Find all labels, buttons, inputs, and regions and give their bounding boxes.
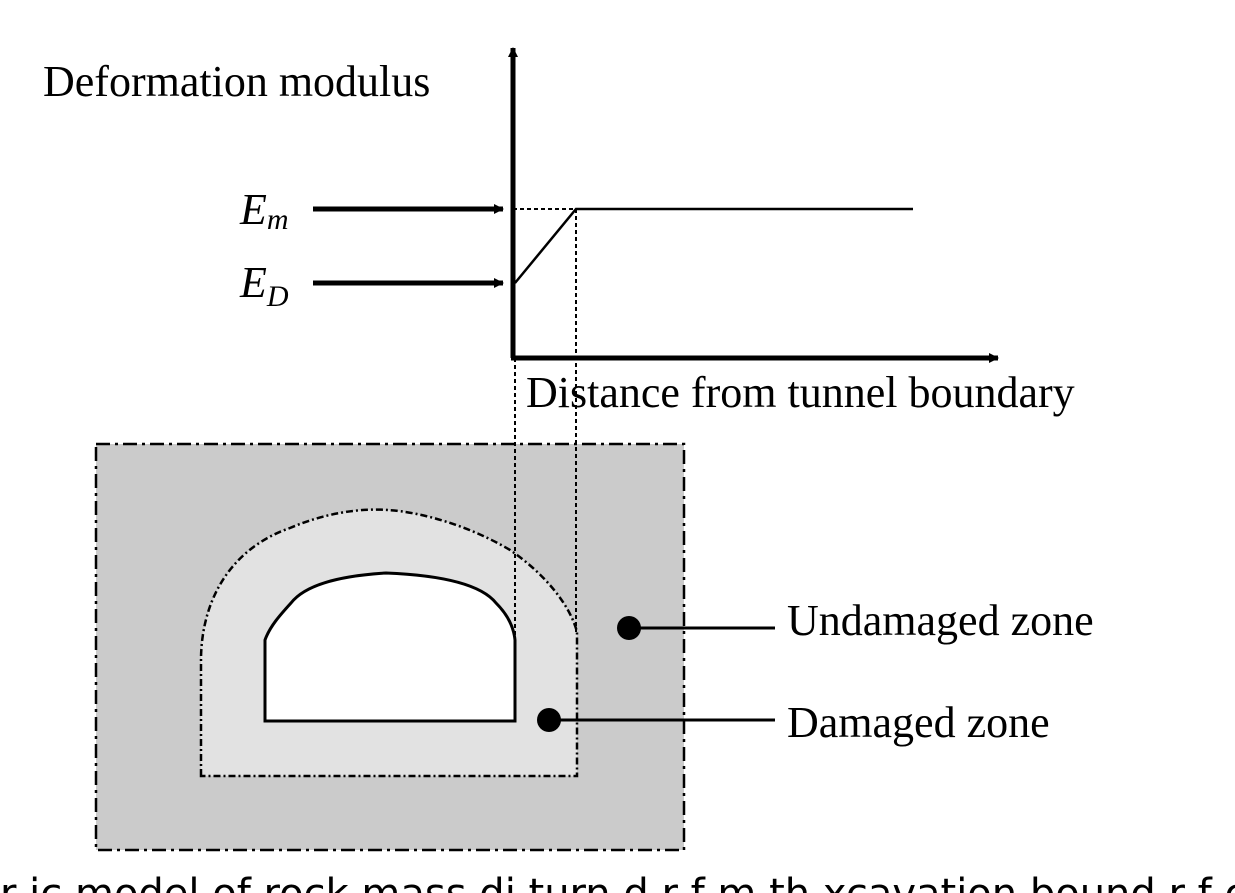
undamaged-zone-label: Undamaged zone [787,596,1094,645]
level-high-label: Em [239,185,289,236]
y-axis-label: Deformation modulus [43,57,430,106]
level-low-subscript: D [266,280,289,313]
modulus-profile-line [514,207,913,284]
x-axis-label: Distance from tunnel boundary [526,368,1075,417]
tunnel-opening [263,571,517,723]
level-low-label: ED [239,258,289,313]
level-high-symbol: E [239,185,267,234]
caption-text: r ic model of rock mass di turn d r f m … [0,871,1235,893]
level-high-subscript: m [267,203,289,236]
level-low-symbol: E [239,258,267,307]
damaged-zone-label: Damaged zone [787,698,1050,747]
